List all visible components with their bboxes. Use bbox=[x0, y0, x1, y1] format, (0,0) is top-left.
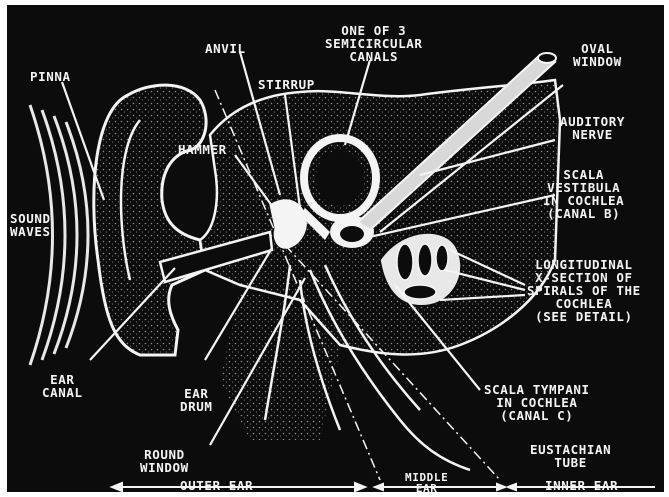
label-sound-waves: SOUND WAVES bbox=[10, 212, 51, 238]
label-round-window: ROUND WINDOW bbox=[140, 448, 189, 474]
label-inner-ear: INNER EAR bbox=[545, 479, 618, 492]
label-auditory-nerve: AUDITORY NERVE bbox=[560, 115, 625, 141]
label-ear-drum: EAR DRUM bbox=[180, 387, 213, 413]
label-scala-vestibula: SCALA VESTIBULA IN COCHLEA (CANAL B) bbox=[543, 168, 624, 220]
label-hammer: HAMMER bbox=[178, 143, 227, 156]
label-pinna: PINNA bbox=[30, 70, 71, 83]
label-outer-ear: OUTER EAR bbox=[180, 479, 253, 492]
label-semicircular-canals: ONE OF 3 SEMICIRCULAR CANALS bbox=[325, 24, 423, 63]
label-oval-window: OVAL WINDOW bbox=[573, 42, 622, 68]
label-middle-ear: MIDDLE EAR bbox=[405, 472, 448, 494]
label-stirrup: STIRRUP bbox=[258, 78, 315, 91]
label-anvil: ANVIL bbox=[205, 42, 246, 55]
pinna-shape bbox=[94, 85, 206, 355]
label-ear-canal: EAR CANAL bbox=[42, 373, 83, 399]
label-longitudinal-section: LONGITUDINAL X-SECTION OF SPIRALS OF THE… bbox=[527, 258, 641, 323]
label-eustachian-tube: EUSTACHIAN TUBE bbox=[530, 443, 611, 469]
label-scala-tympani: SCALA TYMPANI IN COCHLEA (CANAL C) bbox=[484, 383, 590, 422]
